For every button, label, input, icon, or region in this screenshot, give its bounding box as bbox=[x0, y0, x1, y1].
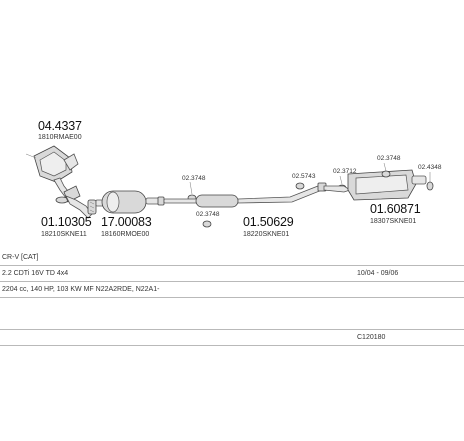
fitting-label: 02.3748 bbox=[196, 211, 220, 218]
part-number-label: 01.10305 bbox=[41, 215, 92, 229]
part-04-4337-drawing bbox=[25, 145, 79, 204]
specs-text: 2204 cc, 140 HP, 103 KW MF N22A2RDE, N22… bbox=[2, 286, 160, 293]
part-number-label: 17.00083 bbox=[101, 215, 152, 229]
catalog-code-text: C120180 bbox=[357, 334, 386, 341]
info-row-code: C120180 bbox=[0, 330, 464, 346]
fitting-f6-drawing bbox=[426, 172, 434, 191]
fitting-label: 02.3748 bbox=[182, 175, 206, 182]
info-row-model: CR-V [CAT] bbox=[0, 250, 464, 266]
model-text: CR-V [CAT] bbox=[2, 254, 39, 261]
oem-number-label: 18307SKNE01 bbox=[370, 218, 416, 225]
part-01-50629-drawing bbox=[157, 182, 327, 208]
part-number-label: 01.50629 bbox=[243, 215, 294, 229]
vehicle-info-table: CR-V [CAT] 2.2 CDTi 16V TD 4x4 10/04 - 0… bbox=[0, 250, 464, 346]
info-row-empty bbox=[0, 298, 464, 330]
oem-number-label: 1810RMAE00 bbox=[38, 134, 82, 141]
part-01-60871-drawing bbox=[323, 169, 427, 201]
part-number-label: 04.4337 bbox=[38, 119, 82, 133]
engine-text: 2.2 CDTi 16V TD 4x4 bbox=[2, 270, 69, 277]
fitting-label: 02.4348 bbox=[418, 164, 442, 171]
fitting-f2-drawing bbox=[202, 220, 212, 228]
fitting-f1-drawing bbox=[187, 181, 197, 202]
fitting-label: 02.3712 bbox=[333, 168, 357, 175]
oem-number-label: 18220SKNE01 bbox=[243, 231, 289, 238]
oem-number-label: 18160RMOE00 bbox=[101, 231, 149, 238]
part-01-10305-drawing bbox=[63, 185, 97, 219]
fitting-label: 02.5743 bbox=[292, 173, 316, 180]
part-number-label: 01.60871 bbox=[370, 202, 421, 216]
part-17-00083-drawing bbox=[95, 190, 161, 214]
period-text: 10/04 - 09/06 bbox=[357, 270, 399, 277]
oem-number-label: 18210SKNE11 bbox=[41, 231, 87, 238]
fitting-label: 02.3748 bbox=[377, 155, 401, 162]
fitting-f5-drawing bbox=[381, 162, 391, 178]
info-row-specs: 2204 cc, 140 HP, 103 KW MF N22A2RDE, N22… bbox=[0, 282, 464, 298]
fitting-f3-drawing bbox=[295, 182, 305, 190]
exhaust-system-diagram: 04.4337 1810RMAE00 01.10305 18210SKNE11 … bbox=[25, 119, 442, 238]
info-row-engine: 2.2 CDTi 16V TD 4x4 10/04 - 09/06 bbox=[0, 266, 464, 282]
